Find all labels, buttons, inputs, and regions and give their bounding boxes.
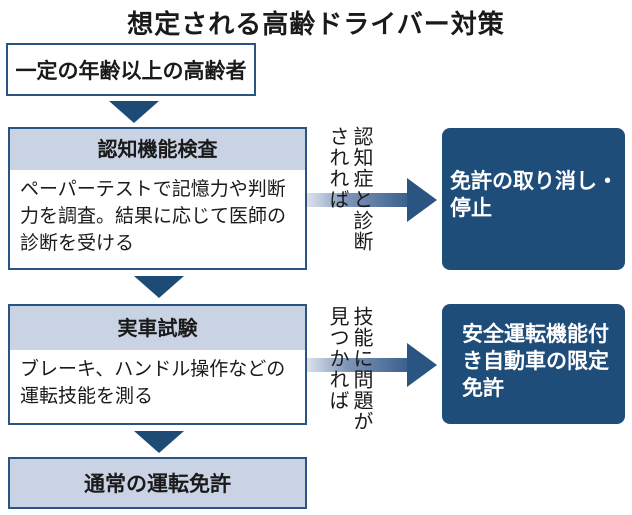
branch-condition-dementia-col2: されれば	[326, 126, 350, 210]
outcome-limited-license: 安全運転機能付き自動車の限定免許	[442, 304, 625, 424]
step-cognitive-test: 認知機能検査 ペーパーテストで記憶力や判断力を調査。結果に応じて医師の診断を受け…	[8, 127, 307, 270]
outcome-license-revocation-label: 免許の取り消し・停止	[450, 169, 618, 220]
step-cognitive-test-header: 認知機能検査	[10, 129, 305, 170]
step-cognitive-test-description: ペーパーテストで記憶力や判断力を調査。結果に応じて医師の診断を受ける	[20, 178, 287, 254]
step-regular-license-label: 通常の運転免許	[84, 472, 231, 496]
outcome-limited-license-label: 安全運転機能付き自動車の限定免許	[462, 322, 609, 400]
branch-condition-skill-col2: 見つかれば	[326, 306, 350, 411]
diagram-title: 想定される高齢ドライバー対策	[127, 10, 505, 40]
step-elderly-drivers: 一定の年齢以上の高齢者	[6, 43, 256, 96]
down-arrow-3	[134, 431, 184, 453]
branch-condition-skill-col1: 技能に問題が	[350, 306, 374, 432]
down-arrow-2	[134, 276, 184, 298]
arrow-right-icon	[407, 178, 437, 222]
branch-arrow-dementia	[307, 178, 437, 222]
step-road-test-description: ブレーキ、ハンドル操作などの運転技能を測る	[20, 358, 286, 407]
down-arrow-1	[109, 101, 159, 123]
branch-arrow-shaft	[307, 358, 409, 372]
step-road-test-label: 実車試験	[117, 316, 198, 340]
outcome-license-revocation: 免許の取り消し・停止	[442, 128, 625, 270]
branch-arrow-skill-issue	[307, 343, 437, 387]
step-road-test: 実車試験 ブレーキ、ハンドル操作などの運転技能を測る	[8, 304, 307, 425]
branch-arrow-shaft	[307, 193, 409, 207]
step-road-test-header: 実車試験	[10, 306, 305, 350]
step-regular-license: 通常の運転免許	[8, 457, 307, 509]
arrow-right-icon	[407, 343, 437, 387]
branch-condition-dementia-col1: 認知症と診断	[350, 126, 374, 252]
step-cognitive-test-label: 認知機能検査	[97, 137, 218, 161]
step-elderly-drivers-label: 一定の年齢以上の高齢者	[15, 58, 247, 83]
